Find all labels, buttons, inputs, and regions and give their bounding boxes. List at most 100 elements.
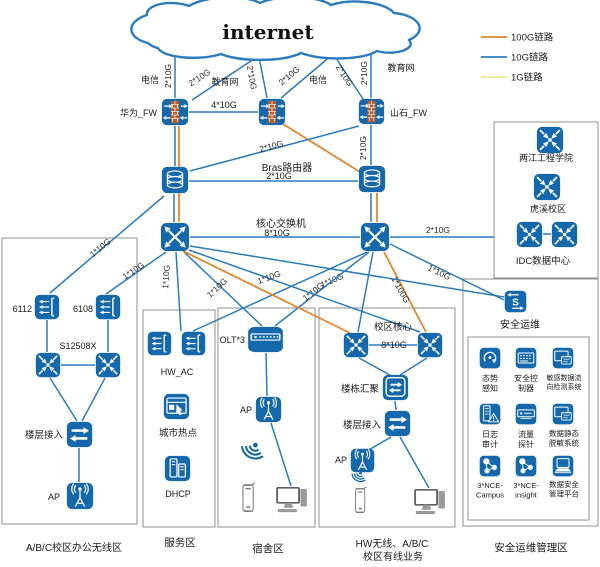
label-6108: 6108	[73, 304, 93, 314]
label-core: 核心交换机	[256, 217, 306, 230]
ac-6108-icon	[95, 294, 121, 320]
link-router-hillstone-label: 2*10G	[258, 138, 284, 154]
sensitive-data-detect-icon	[552, 347, 574, 369]
link-middle-router-100g	[282, 123, 361, 173]
zone-wired-2: 校区有线业务	[363, 550, 423, 563]
link-core-l-secops	[189, 245, 505, 298]
label-link-4x10g: 4*10G	[211, 100, 237, 110]
wired-zone-box	[318, 307, 456, 528]
core-switch-right-icon	[360, 222, 390, 252]
label-telecom-1: 电信	[141, 74, 159, 85]
ac-6112-icon	[34, 294, 60, 320]
link-core-idc-label: 2*10G	[426, 225, 450, 235]
internet-label: internet	[222, 20, 314, 44]
zone-service: 服务区	[164, 536, 196, 549]
link-campusr-agg	[399, 357, 428, 376]
secops-icon: S	[504, 290, 527, 313]
campus-box	[493, 121, 599, 279]
label-log-audit: 日志审计	[482, 429, 498, 449]
label-idc: IDC数据中心	[516, 255, 571, 267]
ap-wired-icon	[350, 448, 375, 473]
link-floor-ap-wired	[366, 436, 392, 452]
legend-10g-label: 10G链路	[511, 52, 548, 64]
idc-switch-2-icon	[551, 221, 578, 248]
phone-dorm-icon	[242, 482, 255, 512]
label-masking: 数据静态脱敏系统	[549, 428, 579, 448]
label-s12508x: S12508X	[59, 341, 96, 351]
link-telecom-hillstone-label: 2*10G	[334, 63, 356, 89]
zone-wired-1: HW无线、A/B/C	[356, 537, 429, 550]
link-core-r-service	[192, 251, 368, 332]
label-edu-1: 教育网	[211, 76, 238, 87]
label-fw-hillstone: 山石_FW	[390, 108, 428, 118]
link-core-r-secops	[389, 243, 505, 301]
dorm-zone-box	[217, 307, 316, 528]
phone-wired-icon	[355, 486, 367, 514]
nce-insight-icon	[515, 455, 537, 477]
label-huxi: 虎溪校区	[530, 203, 566, 214]
zone-dorm: 宿舍区	[252, 542, 284, 555]
cloud-shape	[130, 0, 421, 62]
label-ap-dorm: AP	[240, 405, 252, 415]
label-posture: 态势感知	[482, 373, 498, 393]
link-core-l-service-label: 1*10G	[160, 264, 172, 289]
legend-100g-label: 100G链路	[511, 32, 554, 44]
campus-core-right-icon	[417, 332, 443, 358]
label-liangjiang: 两江工程学院	[519, 152, 573, 163]
label-telecom-2: 电信	[309, 74, 327, 85]
label-6112: 6112	[13, 304, 32, 314]
link-agg-floor	[394, 400, 397, 411]
fw-huawei-icon	[161, 98, 189, 126]
idc-switch-1-icon	[516, 221, 543, 248]
link-olt-ap	[265, 352, 268, 397]
link-edu-middle-label: 2*10G	[245, 65, 259, 90]
label-bras-2x10g: 2*10G	[266, 171, 292, 181]
floor-access-left-icon	[66, 421, 93, 448]
secops-outer-box	[462, 278, 599, 527]
link-core-l-campus-r-label: 1*10G	[256, 268, 282, 286]
traffic-probe-icon	[515, 403, 537, 425]
label-secops: 安全运维	[500, 318, 540, 331]
posture-awareness-icon	[479, 347, 501, 369]
nce-campus-icon	[479, 455, 501, 477]
label-nce-campus: 3*NCE-Campus	[476, 481, 504, 500]
link-telecom-huawei-label: 2*10G	[163, 64, 173, 88]
link-campusl-agg	[358, 357, 391, 376]
link-core-l-service	[175, 251, 182, 332]
link-edu-huawei	[191, 56, 258, 101]
label-dhcp: DHCP	[165, 489, 191, 499]
label-sensitive: 敏感数据流向检测系统	[547, 373, 582, 391]
label-ap-left: AP	[48, 492, 60, 502]
bras-router-right-icon	[358, 165, 386, 193]
campus-liangjiang-icon	[536, 126, 564, 154]
link-core-6108	[105, 251, 167, 295]
label-campus-8x10g: 8*10G	[381, 340, 407, 350]
security-controller-icon	[515, 347, 537, 369]
data-security-platform-icon	[552, 455, 574, 477]
wifi-dorm-icon	[240, 442, 264, 460]
ap-dorm-icon	[255, 396, 282, 423]
zone-secops-mgmt: 安全运维管理区	[494, 541, 568, 554]
link-core-r-campus-l	[357, 251, 374, 333]
campus-core-left-icon	[343, 332, 369, 358]
link-core-l-campus-100g	[182, 250, 351, 334]
link-edu-huawei-label: 2*10G	[187, 67, 213, 89]
label-olt: OLT*3	[220, 335, 245, 345]
link-s12508r-floor	[81, 377, 106, 422]
label-bras: Bras路由器	[262, 161, 313, 174]
label-hotspot: 城市热点	[159, 427, 198, 439]
label-floor-left: 楼层接入	[25, 429, 64, 441]
log-audit-icon	[479, 403, 501, 425]
pc-wired-icon	[414, 488, 445, 515]
legend-1g-label: 1G链路	[511, 72, 543, 84]
link-core-r-campus-100g	[383, 251, 427, 333]
link-core-r-secops-label: 1*10G	[426, 263, 452, 283]
link-s12508l-floor	[49, 377, 78, 422]
label-probe: 流量探针	[518, 429, 534, 449]
link-core-l-campus-r	[188, 249, 421, 333]
label-fw-huawei: 华为_FW	[120, 107, 158, 118]
floor-access-wired-icon	[384, 410, 411, 437]
core-switch-left-icon	[160, 222, 190, 252]
